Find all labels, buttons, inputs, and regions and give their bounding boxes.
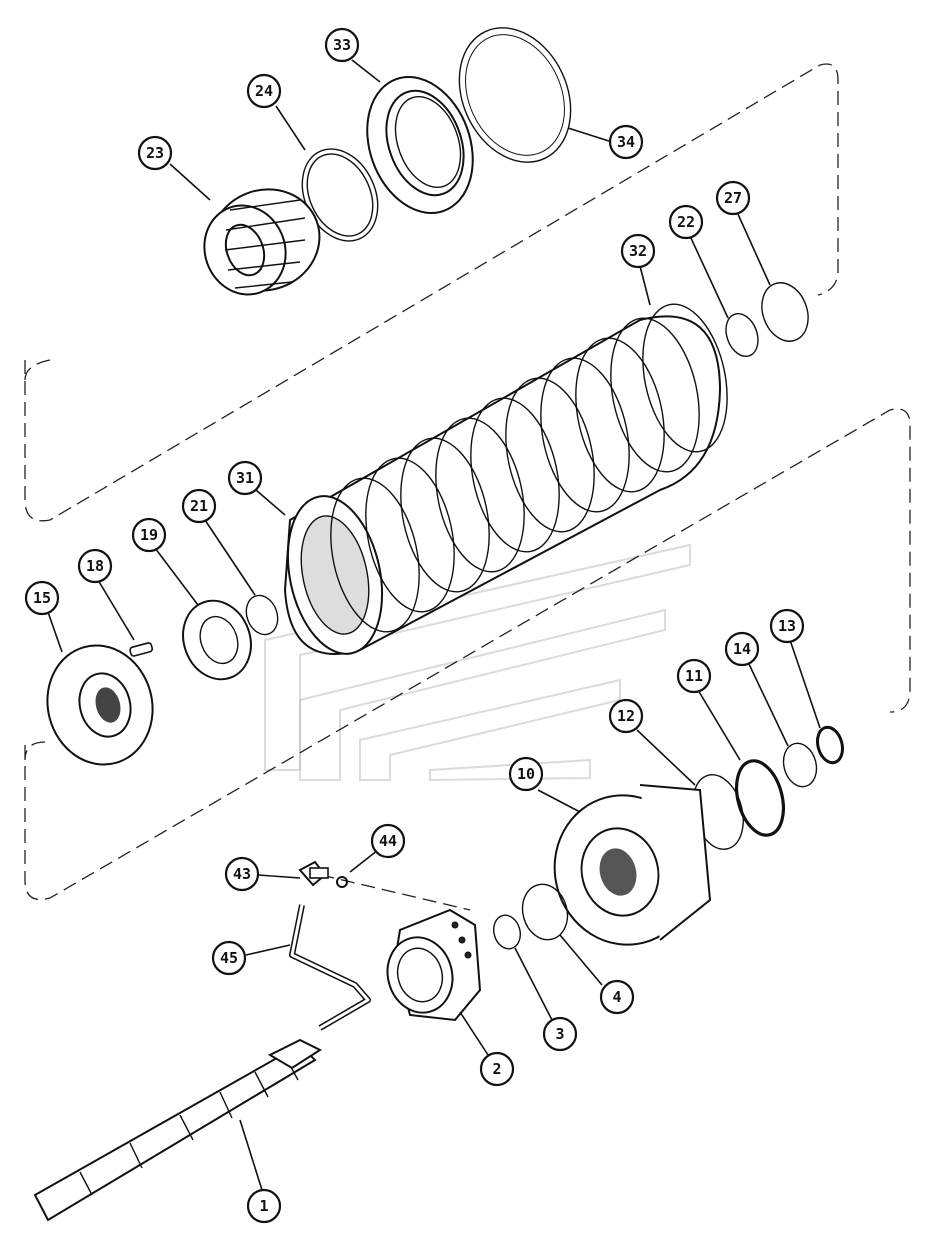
part-31-32-clutch-disc-pack — [283, 303, 728, 655]
callout-2: 2 — [479, 1051, 515, 1087]
part-43-elbow-fitting — [298, 860, 329, 887]
callout-4: 4 — [599, 979, 635, 1015]
svg-text:23: 23 — [146, 144, 164, 162]
callout-14: 14 — [724, 631, 760, 667]
part-13-seal-ring — [816, 725, 844, 765]
part-3-ring — [492, 914, 522, 950]
callout-34: 34 — [608, 124, 644, 160]
callout-12: 12 — [608, 698, 644, 734]
callout-44: 44 — [370, 823, 406, 859]
part-18-pin — [129, 642, 154, 657]
callout-15: 15 — [24, 580, 60, 616]
part-14-ring — [782, 742, 818, 788]
callout-13: 13 — [769, 608, 805, 644]
leader-lines — [47, 59, 821, 1191]
part-23-clutch-hub — [203, 188, 321, 296]
part-19-thrust-washer — [182, 599, 252, 681]
svg-text:2: 2 — [492, 1060, 501, 1078]
part-2-clutch-housing — [386, 908, 482, 1022]
svg-text:27: 27 — [724, 189, 742, 207]
svg-text:45: 45 — [220, 949, 238, 967]
part-22-ring — [725, 312, 759, 358]
svg-text:15: 15 — [33, 589, 51, 607]
part-11-seal-ring — [734, 759, 786, 837]
svg-text:22: 22 — [677, 213, 695, 231]
svg-text:44: 44 — [379, 832, 397, 850]
svg-text:24: 24 — [255, 82, 273, 100]
svg-text:10: 10 — [517, 765, 535, 783]
callout-19: 19 — [131, 517, 167, 553]
svg-text:11: 11 — [685, 667, 703, 685]
callout-31: 31 — [227, 460, 263, 496]
callout-27: 27 — [715, 180, 751, 216]
part-1-input-shaft — [33, 1038, 323, 1222]
svg-text:14: 14 — [733, 640, 751, 658]
callout-43: 43 — [224, 856, 260, 892]
callout-11: 11 — [676, 658, 712, 694]
part-21-snap-ring — [245, 594, 279, 636]
callout-10: 10 — [508, 756, 544, 792]
svg-text:13: 13 — [778, 617, 796, 635]
callout-32: 32 — [620, 233, 656, 269]
callout-1: 1 — [246, 1188, 282, 1224]
svg-text:34: 34 — [617, 133, 635, 151]
part-15-end-plate — [46, 644, 154, 766]
part-4-ring — [521, 883, 569, 941]
part-10-clutch-piston — [553, 784, 712, 946]
svg-text:31: 31 — [236, 469, 254, 487]
callout-22: 22 — [668, 204, 704, 240]
callout-45: 45 — [211, 940, 247, 976]
svg-text:32: 32 — [629, 242, 647, 260]
part-33-pressure-plate — [366, 76, 474, 214]
callout-18: 18 — [77, 548, 113, 584]
svg-text:33: 33 — [333, 36, 351, 54]
svg-text:3: 3 — [555, 1025, 564, 1043]
callout-3: 3 — [542, 1016, 578, 1052]
svg-text:21: 21 — [190, 497, 208, 515]
svg-text:19: 19 — [140, 526, 158, 544]
part-45-tube — [289, 904, 371, 1031]
callout-23: 23 — [137, 135, 173, 171]
part-34-snap-ring — [458, 27, 572, 163]
callout-24: 24 — [246, 73, 282, 109]
svg-text:1: 1 — [259, 1197, 268, 1215]
part-44-o-ring — [336, 876, 348, 888]
svg-text:12: 12 — [617, 707, 635, 725]
part-27-snap-ring — [761, 282, 809, 342]
svg-text:18: 18 — [86, 557, 104, 575]
callout-21: 21 — [181, 488, 217, 524]
svg-text:4: 4 — [612, 988, 621, 1006]
svg-text:43: 43 — [233, 865, 251, 883]
callout-33: 33 — [324, 27, 360, 63]
